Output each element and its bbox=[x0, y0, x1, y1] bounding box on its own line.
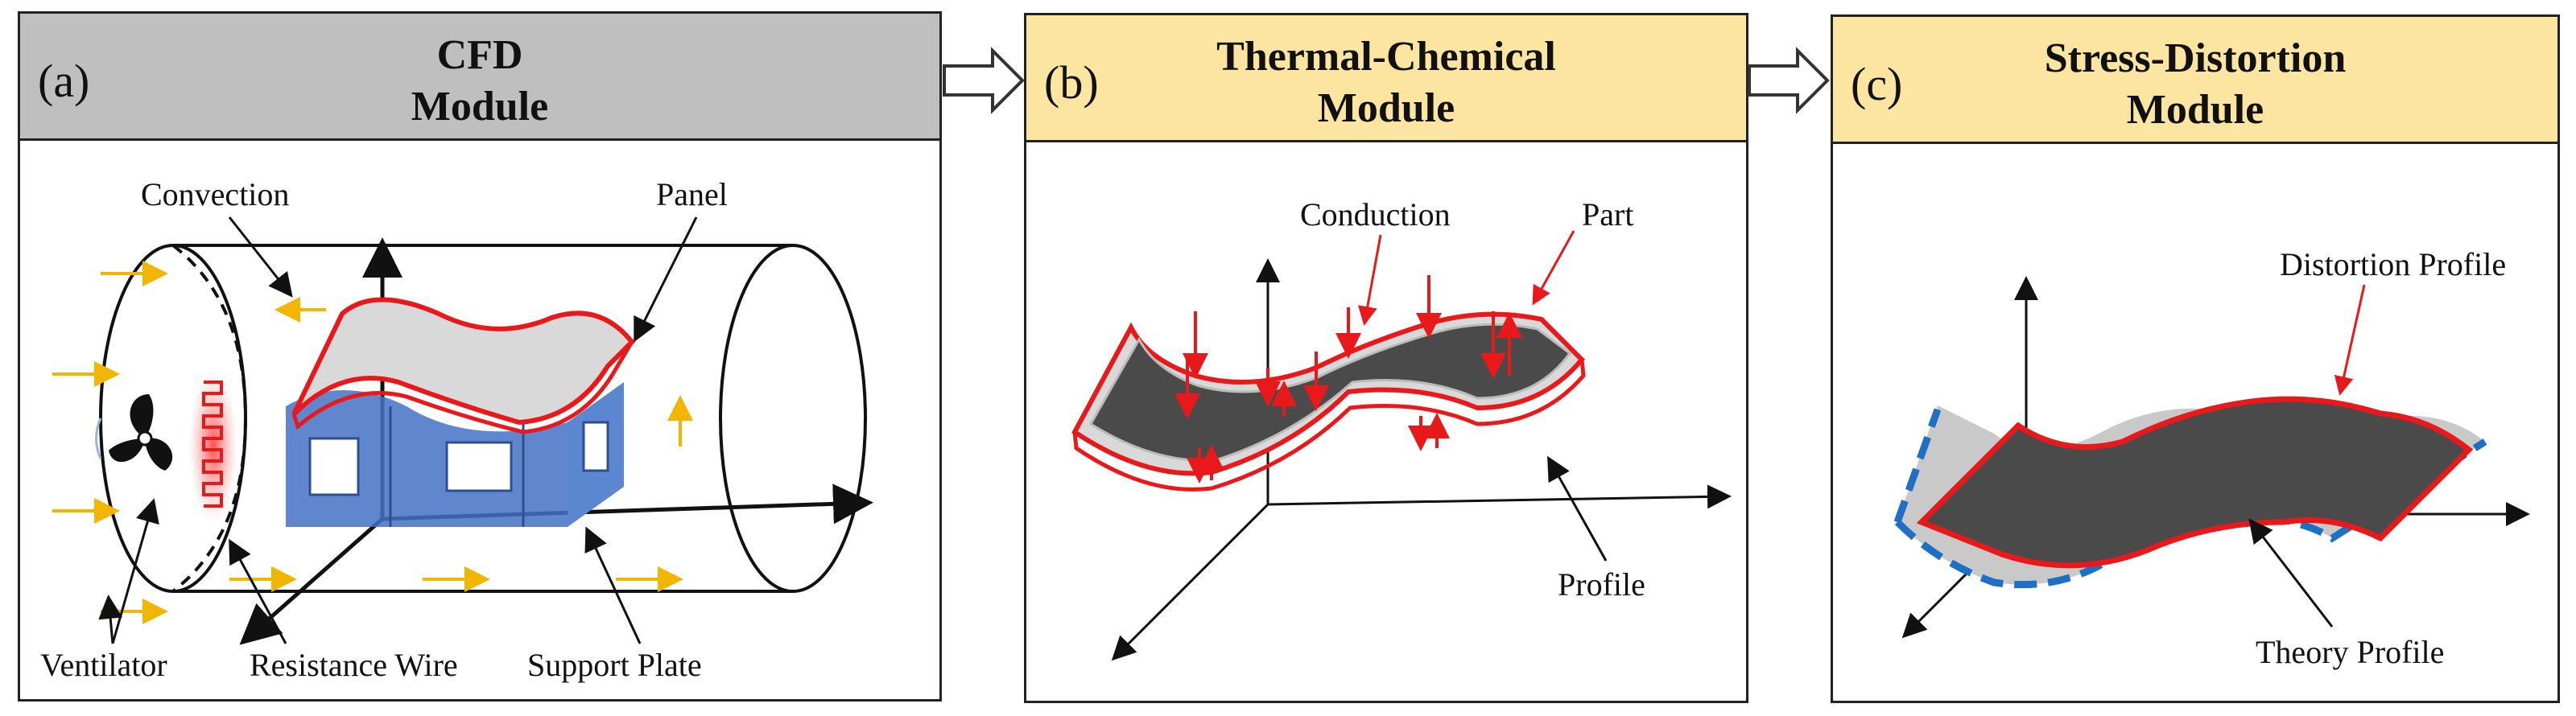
label-resistance-wire: Resistance Wire bbox=[250, 647, 458, 683]
panel-b-header: (b) Thermal-Chemical Module bbox=[1026, 15, 1746, 142]
label-distortion-profile: Distortion Profile bbox=[2280, 246, 2506, 282]
panel-c-body: Distortion Profile Theory Profile bbox=[1833, 144, 2557, 701]
panel-a-title-line2: Module bbox=[411, 84, 549, 130]
label-ventilator: Ventilator bbox=[40, 647, 167, 683]
panel-c-title-line2: Module bbox=[2126, 87, 2264, 133]
panel-thermal-chemical-module: (b) Thermal-Chemical Module bbox=[1024, 13, 1748, 703]
panel-b-tag: (b) bbox=[1044, 56, 1099, 109]
flow-arrow-b-to-c bbox=[1748, 47, 1830, 114]
label-panel: Panel bbox=[656, 176, 728, 212]
panel-cfd-module: (a) CFD Module bbox=[18, 11, 942, 702]
panel-stress-distortion-module: (c) Stress-Distortion Module bbox=[1831, 14, 2560, 703]
composite-panel bbox=[291, 297, 636, 434]
leader-lines bbox=[2248, 284, 2366, 628]
distortion-illustration: Distortion Profile Theory Profile bbox=[1893, 246, 2530, 670]
panel-b-title: Thermal-Chemical Module bbox=[1026, 31, 1746, 134]
panel-a-title: CFD Module bbox=[20, 30, 939, 133]
panel-b-title-line2: Module bbox=[1317, 85, 1455, 131]
label-conduction: Conduction bbox=[1300, 196, 1451, 232]
panel-c-header: (c) Stress-Distortion Module bbox=[1833, 17, 2557, 144]
panel-b-body: Conduction Part Profile bbox=[1026, 142, 1746, 701]
conduction-arrows bbox=[1174, 275, 1522, 484]
leader-lines bbox=[98, 216, 698, 644]
resistance-wire-icon bbox=[189, 370, 237, 523]
part-laminate bbox=[1071, 311, 1586, 492]
panel-b-title-line1: Thermal-Chemical bbox=[1216, 34, 1556, 80]
panel-a-tag: (a) bbox=[38, 55, 90, 107]
label-profile: Profile bbox=[1558, 566, 1645, 603]
ventilator-fan-icon bbox=[95, 394, 173, 471]
panel-a-header: (a) CFD Module bbox=[20, 14, 939, 141]
flow-arrow-a-to-b bbox=[943, 47, 1025, 114]
label-support-plate: Support Plate bbox=[527, 647, 702, 683]
label-convection: Convection bbox=[141, 176, 289, 212]
support-plate bbox=[286, 382, 624, 527]
cfd-illustration: Convection Panel Ventilator Resistance W… bbox=[40, 176, 873, 683]
airflow-arrows bbox=[52, 261, 693, 624]
label-part: Part bbox=[1582, 196, 1633, 232]
label-theory-profile: Theory Profile bbox=[2256, 634, 2444, 670]
panel-c-tag: (c) bbox=[1851, 58, 1903, 110]
panel-c-title-line1: Stress-Distortion bbox=[2044, 35, 2347, 81]
panel-a-title-line1: CFD bbox=[436, 32, 523, 78]
panel-a-body: Convection Panel Ventilator Resistance W… bbox=[20, 141, 939, 699]
leader-lines bbox=[1357, 230, 1608, 562]
panel-c-title: Stress-Distortion Module bbox=[1833, 33, 2557, 136]
distortion-profile-shape bbox=[1916, 396, 2474, 569]
thermal-illustration: Conduction Part Profile bbox=[1071, 196, 1732, 661]
